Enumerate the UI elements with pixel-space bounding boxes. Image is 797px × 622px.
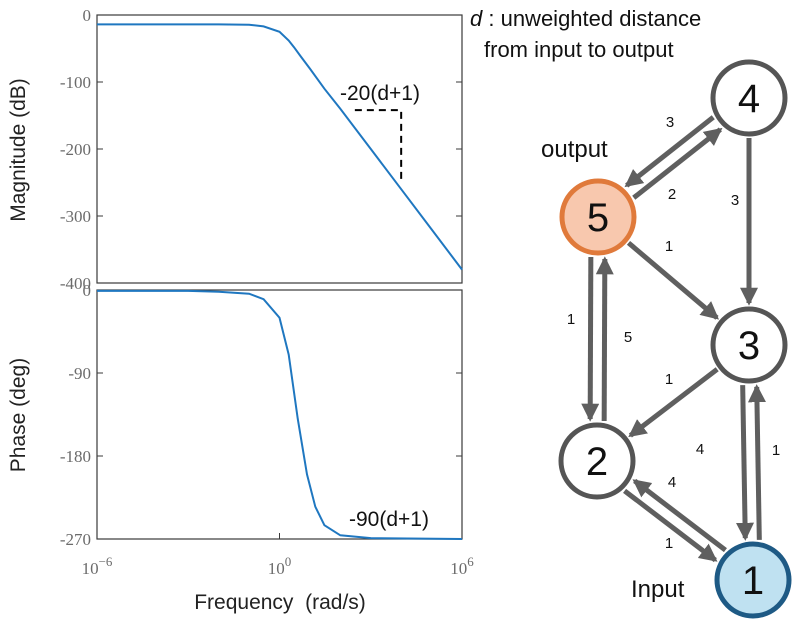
- node-1: 1: [714, 541, 792, 619]
- edge-weight-5-to-4: 3: [666, 114, 674, 131]
- node-2-circle: [558, 422, 636, 500]
- edge-1-to-2: [632, 478, 727, 553]
- phase-y-ticks: 0 -90 -180 -270: [60, 281, 462, 549]
- edge-weight-2-to-1: 1: [665, 535, 673, 552]
- edge-weight-4-to-5: 2: [668, 186, 676, 203]
- edge-3-to-1: [736, 385, 755, 541]
- slope-triangle: [354, 109, 403, 182]
- output-label: output: [541, 136, 608, 163]
- magnitude-ytick-label: -300: [60, 207, 91, 226]
- distance-variable: d: [470, 6, 483, 31]
- magnitude-ytick-label: -400: [60, 274, 91, 293]
- node-5-circle: [559, 178, 637, 256]
- graph-note-line-1: d : unweighted distance: [470, 6, 701, 31]
- magnitude-y-axis-label: Magnitude (dB): [7, 78, 30, 222]
- phase-ytick-label: -180: [60, 447, 91, 466]
- phase-annotation: -90(d+1): [349, 508, 429, 531]
- graph-note-line-2: from input to output: [484, 37, 674, 62]
- magnitude-curve: [97, 23, 463, 271]
- node-1-circle: [714, 541, 792, 619]
- phase-ytick-label: -270: [60, 530, 91, 549]
- graph-nodes: 1 2 3 4 5: [558, 59, 792, 619]
- magnitude-plot-frame: [96, 14, 463, 284]
- edge-4-to-5: [624, 115, 715, 188]
- magnitude-ytick-label: -200: [60, 140, 91, 159]
- edge-weight-2-to-5: 5: [624, 329, 632, 346]
- frequency-xtick-label: 100: [268, 554, 292, 578]
- frequency-xtick-label: 10−6: [82, 554, 113, 578]
- edge-5-to-4: [632, 127, 723, 200]
- graph-edges: 3 2 3 1 1 5 1 4 1 4 1: [567, 114, 780, 563]
- edge-weight-3-to-2: 1: [665, 371, 673, 388]
- node-4-label: 4: [738, 77, 760, 121]
- edge-weight-5-to-3: 1: [665, 238, 673, 255]
- phase-ytick-label: -90: [68, 364, 91, 383]
- phase-y-axis-label: Phase (deg): [7, 358, 30, 472]
- magnitude-slope-annotation: -20(d+1): [340, 82, 420, 105]
- edge-weight-5-to-2: 1: [567, 311, 575, 328]
- magnitude-ytick-label: 0: [83, 6, 92, 25]
- frequency-x-axis-label: Frequency (rad/s): [194, 591, 366, 614]
- node-5-label: 5: [587, 196, 609, 240]
- node-3-circle: [710, 306, 788, 384]
- phase-plot-frame: [96, 289, 463, 540]
- edge-weight-3-to-1: 4: [696, 441, 704, 458]
- node-5: 5: [559, 178, 637, 256]
- edge-2-to-1: [623, 488, 718, 563]
- magnitude-y-ticks: 0 -100 -200 -300 -400: [60, 6, 462, 293]
- input-label: Input: [631, 576, 685, 603]
- edge-1-to-3: [747, 384, 766, 540]
- node-3: 3: [710, 306, 788, 384]
- node-4: 4: [710, 59, 788, 137]
- phase-ytick-label: 0: [83, 281, 92, 300]
- edge-5-to-3: [626, 240, 720, 320]
- node-4-circle: [710, 59, 788, 137]
- frequency-xtick-label: 106: [450, 554, 474, 578]
- phase-curve: [97, 289, 463, 540]
- frequency-xtick-exponent: 6: [467, 554, 474, 569]
- edge-weight-4-to-3: 3: [731, 192, 739, 209]
- node-2: 2: [558, 422, 636, 500]
- network-graph: d : unweighted distance from input to ou…: [470, 6, 792, 619]
- frequency-xtick-exponent: 0: [285, 554, 292, 569]
- magnitude-plot: 0 -100 -200 -300 -400 -20(d+1) Magnitude (dB…: [7, 6, 463, 293]
- frequency-xtick-base: 10: [268, 559, 285, 578]
- edge-3-to-2: [628, 367, 719, 438]
- node-1-label: 1: [742, 559, 764, 603]
- magnitude-ytick-label: -100: [60, 73, 91, 92]
- edge-weight-1-to-2: 4: [668, 474, 676, 491]
- frequency-xtick-exponent: −6: [99, 554, 113, 569]
- frequency-xtick-base: 10: [82, 559, 99, 578]
- edge-2-to-5: [595, 256, 614, 422]
- frequency-xtick-base: 10: [450, 559, 467, 578]
- edge-5-to-2: [581, 256, 600, 422]
- node-3-label: 3: [738, 324, 760, 368]
- edge-weight-1-to-3: 1: [772, 442, 780, 459]
- node-2-label: 2: [586, 440, 608, 484]
- graph-note-line-1-text: : unweighted distance: [482, 6, 701, 31]
